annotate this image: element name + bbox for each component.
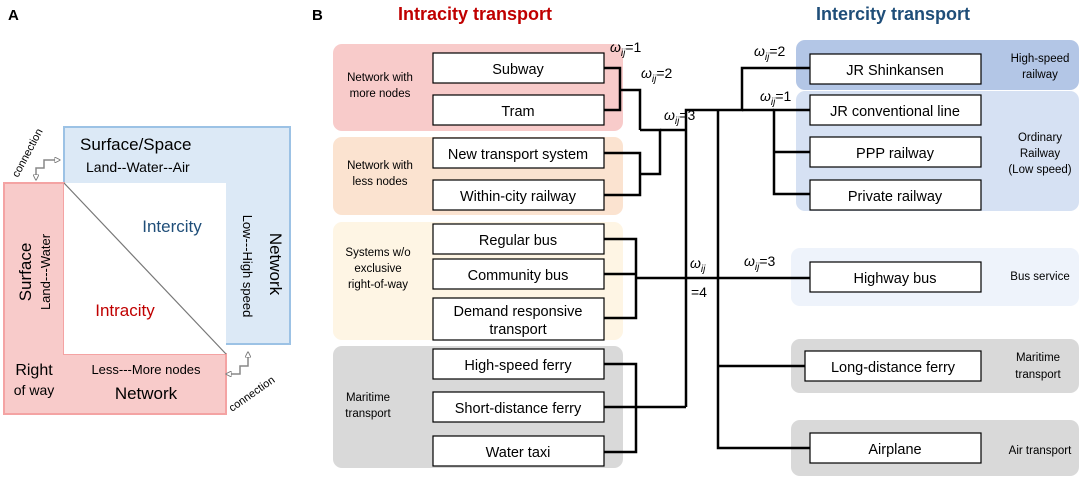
- group-label-less-nodes-1: Network with: [347, 160, 413, 172]
- group-label-no-row-1: Systems w/o: [345, 247, 410, 259]
- node-within-city: Within-city railway: [432, 179, 605, 211]
- node-private-railway: Private railway: [809, 179, 982, 211]
- node-label-demand-2: transport: [489, 322, 546, 338]
- node-highway-bus: Highway bus: [809, 261, 982, 293]
- node-demand-responsive: Demand responsive transport: [432, 297, 605, 341]
- group-label-high-speed-1: High-speed: [1011, 53, 1070, 65]
- weight-label-1-left: ωij=1: [610, 39, 642, 59]
- node-label-jr-shinkansen: JR Shinkansen: [846, 63, 944, 79]
- surface-space-title: Surface/Space: [80, 135, 192, 154]
- group-label-bus-service: Bus service: [1010, 271, 1069, 283]
- node-label-within-city: Within-city railway: [460, 189, 577, 205]
- intercity-label: Intercity: [142, 217, 202, 236]
- weight-label-3-left: ωij=3: [664, 107, 696, 127]
- node-label-high-speed-ferry: High-speed ferry: [464, 358, 572, 374]
- connection-arrow-bottom: [226, 352, 248, 374]
- weight-label-4-value: =4: [691, 284, 707, 300]
- node-label-short-distance-ferry: Short-distance ferry: [455, 401, 582, 417]
- connection-label-top: connection: [10, 127, 46, 180]
- node-label-community-bus: Community bus: [468, 268, 569, 284]
- node-label-water-taxi: Water taxi: [486, 445, 551, 461]
- node-airplane: Airplane: [809, 432, 982, 464]
- intercity-transport-title: Intercity transport: [816, 4, 970, 24]
- node-label-subway: Subway: [492, 62, 544, 78]
- node-jr-shinkansen: JR Shinkansen: [809, 53, 982, 85]
- node-label-ppp-railway: PPP railway: [856, 146, 935, 162]
- weight-label-4: ωij: [690, 255, 706, 275]
- node-label-demand-1: Demand responsive: [454, 304, 583, 320]
- land-water-label: Land---Water: [38, 233, 53, 310]
- low-high-speed-label: Low---High speed: [240, 215, 255, 318]
- group-label-maritime-2: transport: [345, 408, 391, 420]
- group-label-air: Air transport: [1009, 445, 1072, 457]
- tree-connectors: [604, 66, 810, 454]
- node-label-new-transport: New transport system: [448, 147, 588, 163]
- node-label-jr-conventional: JR conventional line: [830, 104, 960, 120]
- group-label-less-nodes-2: less nodes: [353, 176, 408, 188]
- less-more-nodes-label: Less---More nodes: [91, 362, 201, 377]
- connection-arrow-top: [36, 160, 60, 180]
- node-regular-bus: Regular bus: [432, 223, 605, 255]
- group-label-no-row-2: exclusive: [354, 263, 401, 275]
- group-label-ordinary-3: (Low speed): [1008, 164, 1071, 176]
- group-label-no-row-3: right-of-way: [348, 279, 408, 291]
- network-horizontal-label: Network: [115, 384, 178, 403]
- node-short-distance-ferry: Short-distance ferry: [432, 391, 605, 423]
- node-new-transport: New transport system: [432, 137, 605, 169]
- of-way-label: of way: [14, 382, 54, 398]
- group-label-maritime-r1: Maritime: [1016, 352, 1060, 364]
- node-label-highway-bus: Highway bus: [853, 271, 936, 287]
- node-subway: Subway: [432, 52, 605, 84]
- group-label-more-nodes-1: Network with: [347, 72, 413, 84]
- connection-label-bottom: connection: [227, 374, 277, 414]
- weight-label-3-right: ωij=3: [744, 253, 776, 273]
- group-label-ordinary-2: Railway: [1020, 148, 1061, 160]
- node-high-speed-ferry: High-speed ferry: [432, 348, 605, 380]
- weight-labels: ωij=1 ωij=2 ωij=3 ωij =4 ωij=2 ωij=1 ωij…: [610, 39, 792, 300]
- intracity-transport-title: Intracity transport: [398, 4, 552, 24]
- node-label-airplane: Airplane: [868, 442, 921, 458]
- node-tram: Tram: [432, 94, 605, 126]
- group-label-more-nodes-2: more nodes: [350, 88, 411, 100]
- node-jr-conventional: JR conventional line: [809, 94, 982, 126]
- node-water-taxi: Water taxi: [432, 435, 605, 467]
- intracity-label: Intracity: [95, 301, 155, 320]
- node-label-regular-bus: Regular bus: [479, 233, 557, 249]
- node-label-private-railway: Private railway: [848, 189, 943, 205]
- node-ppp-railway: PPP railway: [809, 136, 982, 168]
- diagonal-line: [63, 182, 227, 355]
- panel-a-label: A: [8, 7, 19, 24]
- panel-b-label: B: [312, 7, 323, 24]
- group-label-ordinary-1: Ordinary: [1018, 132, 1062, 144]
- surface-space-subtitle: Land--Water--Air: [86, 159, 190, 175]
- surface-vertical-label: Surface: [16, 243, 35, 302]
- network-vertical-label: Network: [266, 233, 285, 296]
- group-label-high-speed-2: railway: [1022, 69, 1058, 81]
- right-label: Right: [15, 362, 53, 379]
- node-label-long-distance-ferry: Long-distance ferry: [831, 360, 956, 376]
- node-community-bus: Community bus: [432, 258, 605, 290]
- node-long-distance-ferry: Long-distance ferry: [804, 350, 982, 382]
- weight-label-2-left: ωij=2: [641, 65, 673, 85]
- weight-label-2-right: ωij=2: [754, 43, 786, 63]
- group-label-maritime-1: Maritime: [346, 392, 390, 404]
- group-label-maritime-r2: transport: [1015, 369, 1061, 381]
- weight-label-1-right: ωij=1: [760, 88, 792, 108]
- node-label-tram: Tram: [501, 104, 534, 120]
